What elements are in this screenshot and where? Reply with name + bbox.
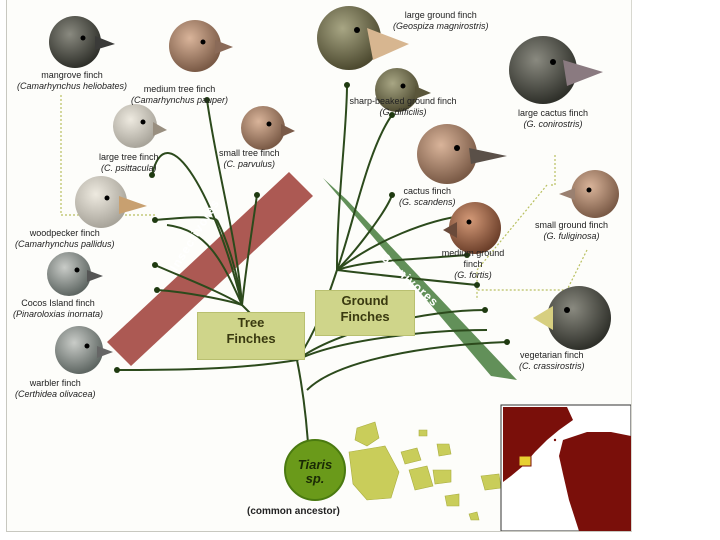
sharp-beaked-finch-head-icon bbox=[375, 68, 431, 112]
finch-phylogeny-diagram: Tree Finches Ground Finches Insectivores… bbox=[6, 0, 632, 532]
vegetarian-finch-label: vegetarian finch(C. crassirostris) bbox=[519, 350, 585, 371]
small-tree-finch-head-icon bbox=[241, 106, 295, 150]
ground-finches-label: Ground Finches bbox=[340, 293, 390, 324]
small-tree-finch-label: small tree finch(C. parvulus) bbox=[219, 148, 280, 169]
phylogeny-branches bbox=[116, 84, 508, 461]
ground-finches-box: Ground Finches bbox=[315, 290, 415, 336]
cocos-finch-head-icon bbox=[47, 252, 103, 296]
vegetarian-finch-head-icon bbox=[533, 286, 611, 350]
cocos-finch-label: Cocos Island finch(Pinaroloxias inornata… bbox=[13, 298, 104, 319]
tree-finches-box: Tree Finches bbox=[197, 312, 305, 360]
large-cactus-finch-label: large cactus finch(G. conirostris) bbox=[517, 108, 589, 129]
galapagos-islands bbox=[348, 421, 502, 521]
sharp-beaked-finch-label: sharp-beaked ground finch(G. difficilis) bbox=[349, 96, 457, 117]
mangrove-finch-head-icon bbox=[49, 16, 115, 68]
woodpecker-finch-label: woodpecker finch(Camarhynchus pallidus) bbox=[15, 228, 115, 249]
large-tree-finch-label: large tree finch(C. psittacula) bbox=[99, 152, 159, 173]
ancestor-name: Tiaris sp. bbox=[297, 457, 333, 486]
medium-tree-finch-head-icon bbox=[169, 20, 233, 72]
ancestor-label: (common ancestor) bbox=[247, 506, 340, 517]
warbler-finch-label: warbler finch(Certhidea olivacea) bbox=[15, 378, 96, 399]
mangrove-finch-label: mangrove finch(Camarhynchus heliobates) bbox=[17, 70, 128, 91]
cactus-finch-head-icon bbox=[417, 124, 507, 184]
insectivores-band bbox=[107, 172, 313, 366]
ancestor-circle bbox=[284, 439, 346, 501]
large-ground-finch-head-icon bbox=[317, 6, 409, 70]
large-ground-finch-label: large ground finch(Geospiza magnirostris… bbox=[393, 10, 489, 31]
cactus-finch-label: cactus finch(G. scandens) bbox=[399, 186, 456, 207]
warbler-finch-head-icon bbox=[55, 326, 113, 374]
medium-ground-finch-label: medium ground finch(G. fortis) bbox=[441, 248, 505, 280]
small-ground-finch-head-icon bbox=[559, 170, 619, 218]
medium-tree-finch-label: medium tree finch(Camarhynchus pauper) bbox=[131, 84, 229, 105]
large-tree-finch-head-icon bbox=[113, 104, 167, 148]
medium-ground-finch-head-icon bbox=[443, 202, 501, 254]
inset-map bbox=[500, 404, 631, 531]
large-cactus-finch-head-icon bbox=[509, 36, 603, 104]
woodpecker-finch-head-icon bbox=[75, 176, 147, 228]
tree-finches-label: Tree Finches bbox=[226, 315, 276, 346]
bird-heads bbox=[47, 6, 619, 374]
small-ground-finch-label: small ground finch(G. fuliginosa) bbox=[535, 220, 609, 241]
diagram-graphics bbox=[47, 6, 631, 531]
